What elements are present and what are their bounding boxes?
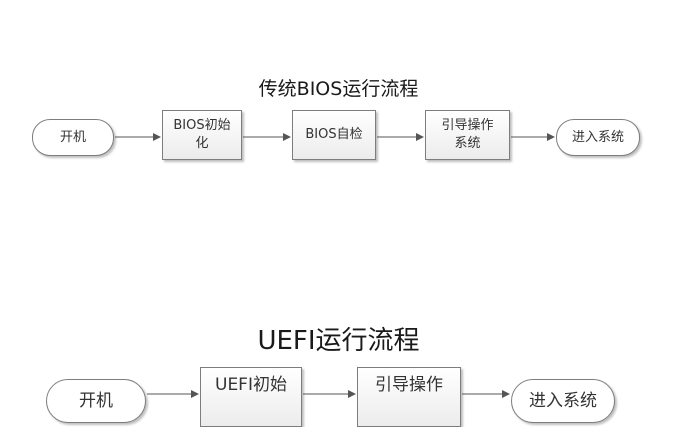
bios-diagram-title: 传统BIOS运行流程: [258, 78, 419, 100]
bios-node-power-on: 开机: [32, 119, 114, 156]
bios-node-bios-init: BIOS初始 化: [162, 110, 242, 160]
bios-node-enter-system: 进入系统: [556, 119, 640, 156]
uefi-diagram-title: UEFI运行流程: [257, 326, 420, 356]
flow-arrows: [115, 133, 555, 398]
bios-node-boot-os: 引导操作 系统: [425, 110, 510, 160]
bios-node-bios-post: BIOS自检: [292, 110, 376, 160]
